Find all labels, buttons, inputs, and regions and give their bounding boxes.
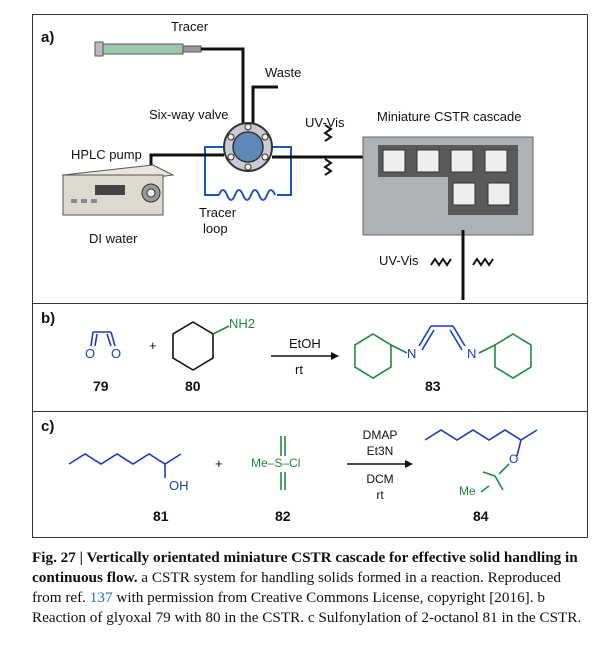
reaction-b-scheme: [90, 321, 532, 379]
caption-title: Fig. 27 | Vertically orientated miniatur…: [32, 549, 578, 586]
uv-vis-top-wave-icon: [323, 124, 333, 176]
amine-nh2-label: NH2: [229, 316, 256, 331]
glyoxal-o-right: O: [111, 346, 122, 361]
uv-vis-bottom-label: UV-Vis: [379, 253, 419, 268]
waste-label: Waste: [265, 65, 302, 80]
hplc-pump-label: HPLC pump: [71, 147, 142, 162]
tracer-label: Tracer: [171, 19, 209, 34]
octanol-oh-label: OH: [169, 478, 189, 493]
reaction-c-scheme: [68, 429, 538, 493]
glyoxal-o-left: O: [85, 346, 96, 361]
product-n-left: N: [407, 346, 417, 361]
panel-b: b) O O + NH2: [32, 304, 588, 412]
hplc-pump-icon: [61, 164, 175, 216]
syringe-icon: [94, 41, 238, 57]
mesyl-chloride-structure: [280, 436, 286, 490]
cstr-cascade-label: Miniature CSTR cascade: [377, 109, 522, 124]
caption-part-c: c Sulfonylation of 2-octanol 81 in the C…: [307, 609, 582, 626]
di-water-label: DI water: [89, 231, 138, 246]
ester-o-label: O: [509, 452, 519, 466]
uv-vis-top-label: UV-Vis: [305, 115, 345, 130]
panel-c: c) OH + Me–S–Cl DMAP Et3N DCM rt: [32, 412, 588, 538]
panel-c-label: c): [41, 418, 55, 435]
reaction-b-solvent: EtOH: [289, 336, 321, 351]
caption-part-b: b Reaction of glyoxal 79 with 80 in the …: [32, 589, 545, 626]
octanol-structure: [68, 453, 182, 478]
plus-sign-b: +: [149, 338, 157, 353]
caption-reference-link[interactable]: 137: [89, 589, 113, 606]
compound-79-number: 79: [93, 378, 109, 394]
tracer-loop-label-1: Tracer: [199, 205, 237, 220]
cstr-cascade-icon: [362, 136, 534, 236]
glyoxal-structure: [90, 331, 116, 347]
compound-80-number: 80: [185, 378, 201, 394]
compound-82-number: 82: [275, 508, 291, 524]
ms-reagent-label: Me–S–Cl: [251, 456, 301, 470]
reaction-c-temp: rt: [376, 488, 384, 502]
cyclohexylamine-structure: [172, 321, 230, 371]
product-n-right: N: [467, 346, 477, 361]
cstr-setup-illustration: [61, 41, 534, 300]
reaction-b-temp: rt: [295, 362, 303, 377]
panel-a: a): [32, 14, 588, 304]
mesylate-product-structure: [424, 429, 538, 493]
reaction-c-reagent-1: DMAP: [362, 428, 398, 442]
caption-part-a-rest: with permission from Creative Commons Li…: [116, 589, 534, 606]
compound-81-number: 81: [153, 508, 169, 524]
plus-sign-c: +: [215, 456, 223, 471]
tracer-loop-label-2: loop: [203, 221, 228, 236]
diimine-product-structure: [354, 325, 532, 379]
caption-part-a: a CSTR system for handling solids formed…: [32, 569, 561, 606]
panel-a-label: a): [41, 29, 55, 46]
reaction-c-reagent-2: Et3N: [366, 444, 394, 458]
compound-83-number: 83: [425, 378, 441, 394]
six-way-valve-icon: [223, 122, 273, 172]
uv-vis-bottom-wave-icon: [430, 257, 494, 267]
panel-b-label: b): [41, 310, 56, 327]
compound-84-number: 84: [473, 508, 489, 524]
reaction-c-solvent: DCM: [366, 472, 394, 486]
product-me-label: Me: [459, 484, 476, 498]
six-way-valve-label: Six-way valve: [149, 107, 229, 122]
figure-caption: Fig. 27 | Vertically orientated miniatur…: [32, 548, 592, 628]
